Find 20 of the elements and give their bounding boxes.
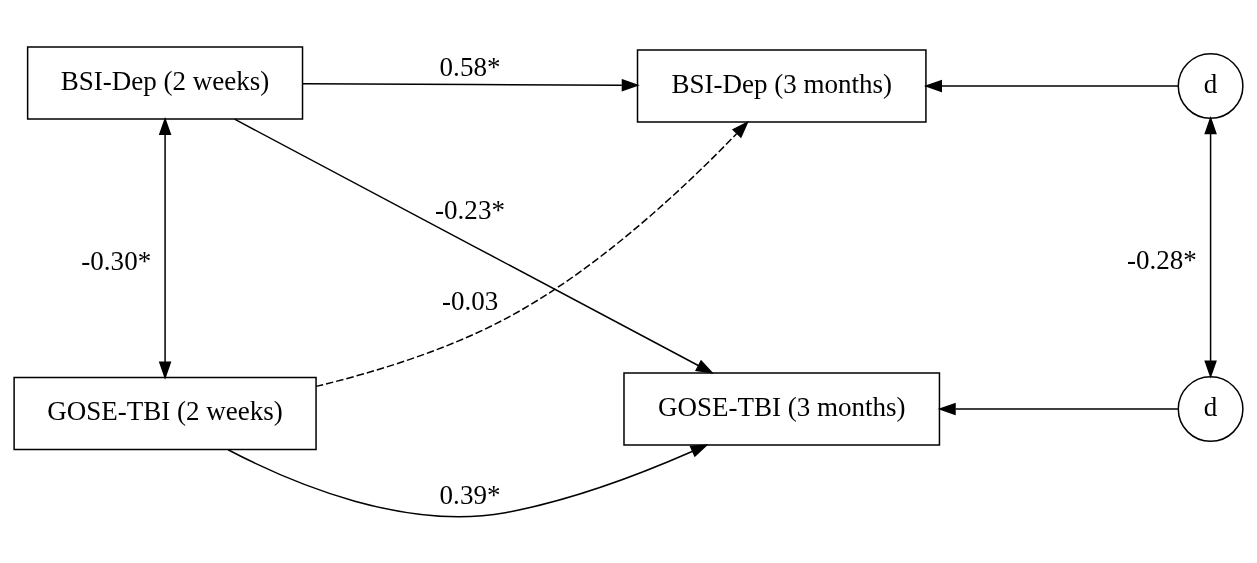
arrow [315, 120, 749, 387]
arrow [158, 116, 172, 380]
node-circle: d [1177, 52, 1244, 119]
node-box: BSI-Dep (3 months) [636, 48, 927, 123]
node-circle: d [1177, 375, 1244, 442]
node-box: GOSE-TBI (2 weeks) [13, 376, 317, 450]
arrow [937, 402, 1179, 415]
node-box: GOSE-TBI (3 months) [623, 371, 941, 446]
edge-label: 0.58* [439, 51, 501, 82]
arrow [233, 117, 714, 374]
edge-label: 0.39* [439, 479, 501, 510]
node-box: BSI-Dep (2 weeks) [26, 45, 304, 120]
arrow [1204, 115, 1217, 378]
edge-label: -0.30* [81, 245, 152, 276]
arrow [923, 79, 1179, 92]
edge-label: -0.03 [441, 285, 499, 316]
arrow [302, 78, 640, 92]
edge-label: -0.28* [1126, 244, 1197, 275]
arrow [227, 443, 709, 517]
edge-label: -0.23* [435, 194, 505, 225]
